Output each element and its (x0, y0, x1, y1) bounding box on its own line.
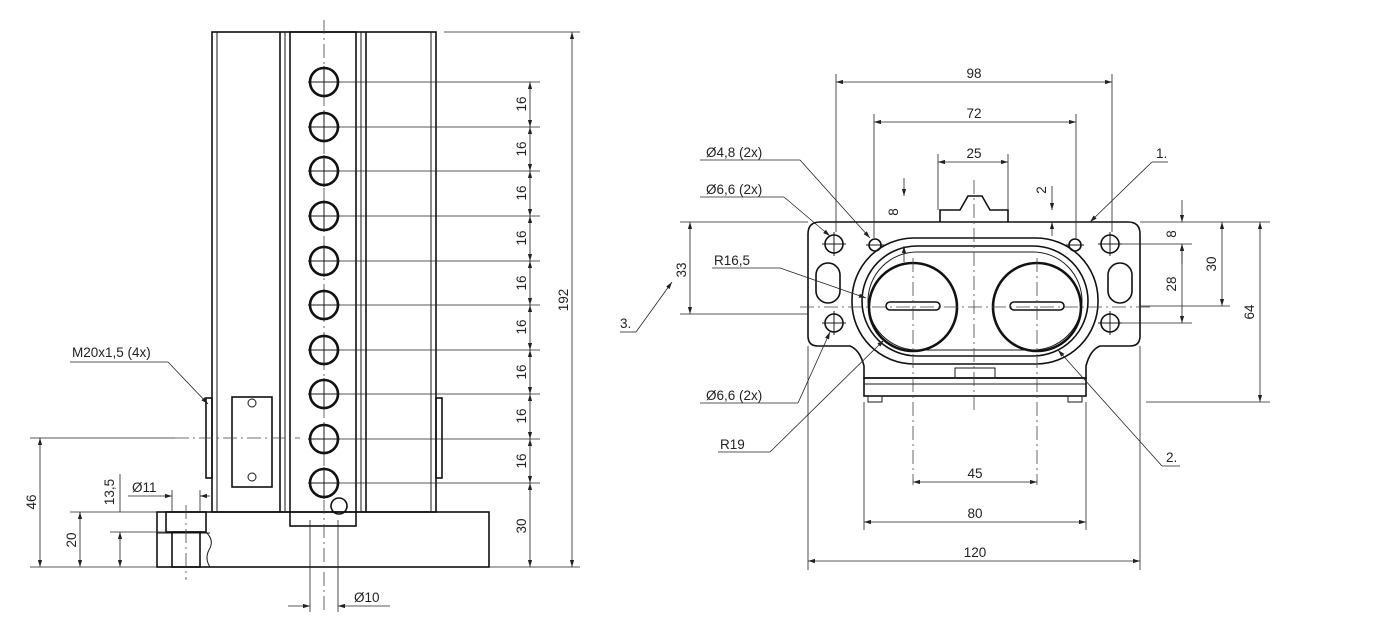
callout-3: 3. (620, 316, 631, 331)
led-hole (308, 334, 340, 366)
width-98-label: 98 (966, 66, 981, 81)
callout-1: 1. (1156, 146, 1167, 161)
dim-30-label: 30 (1204, 256, 1219, 271)
side-view: 16 16 16 16 16 16 16 16 16 30 192 M20x1,… (24, 20, 580, 612)
overall-height-label: 192 (556, 289, 571, 312)
led-hole (308, 200, 340, 232)
dim-8-right-label: 8 (1164, 230, 1179, 238)
led-hole (308, 245, 340, 277)
width-72-label: 72 (966, 106, 981, 121)
thread-callout: M20x1,5 (4x) (72, 345, 151, 360)
width-25-label: 25 (966, 146, 981, 161)
bottom-rail (863, 377, 1087, 397)
dim-2-label: 2 (1034, 186, 1049, 194)
top-nub (939, 195, 1009, 222)
radius-19-label: R19 (720, 437, 745, 452)
led-column (308, 66, 348, 515)
bore-dia-label: Ø11 (132, 480, 157, 495)
led-hole (308, 155, 340, 187)
plan-view: 98 72 25 8 2 Ø4,8 (2x) Ø6,6 (2x) R16,5 Ø… (620, 66, 1270, 570)
led-hole (308, 467, 340, 499)
base-height-label: 30 (514, 518, 529, 533)
led-hole (308, 289, 340, 321)
pitch-dim-label: 16 (514, 275, 529, 290)
dim-64-label: 64 (1242, 304, 1257, 320)
led-hole (308, 423, 340, 455)
led-hole (308, 66, 340, 98)
pitch-dim-label: 16 (514, 141, 529, 156)
dim-20-label: 20 (64, 532, 79, 547)
counterbore-section (165, 505, 212, 580)
pitch-dim-label: 16 (514, 364, 529, 379)
pitch-dim-label: 16 (514, 185, 529, 200)
radius-165-label: R16,5 (714, 253, 750, 268)
dim-28-label: 28 (1164, 276, 1179, 291)
housing-inner (861, 245, 1089, 357)
pin-dia-label: Ø10 (354, 590, 380, 605)
pitch-dim-label: 16 (514, 319, 529, 334)
right-slot (1107, 262, 1133, 304)
width-80-label: 80 (967, 506, 982, 521)
height-33-label: 33 (674, 262, 689, 277)
dim-46-label: 46 (24, 494, 39, 509)
pitch-dim-label: 16 (514, 408, 529, 423)
corner-holes (822, 232, 1122, 335)
width-120-label: 120 (964, 545, 987, 560)
hole-66-top-label: Ø6,6 (2x) (706, 182, 762, 197)
housing-outer (851, 237, 1099, 365)
connector-plate (231, 396, 273, 488)
right-thread-boss (435, 397, 443, 479)
hole-48-label: Ø4,8 (2x) (706, 145, 762, 160)
pitch-dim-label: 16 (514, 230, 529, 245)
dim-8-top-label: 8 (886, 208, 901, 216)
left-slot (815, 262, 841, 304)
pitch-dim-label: 16 (514, 453, 529, 468)
callout-2: 2. (1166, 450, 1177, 465)
column-body (211, 31, 437, 527)
dim-13-5-label: 13,5 (102, 479, 117, 505)
led-hole (308, 111, 340, 143)
pitch-dim-label: 16 (514, 96, 529, 111)
width-45-label: 45 (967, 466, 982, 481)
pin-hole (330, 497, 348, 515)
led-hole (308, 378, 340, 410)
hole-66-bottom-label: Ø6,6 (2x) (706, 388, 762, 403)
